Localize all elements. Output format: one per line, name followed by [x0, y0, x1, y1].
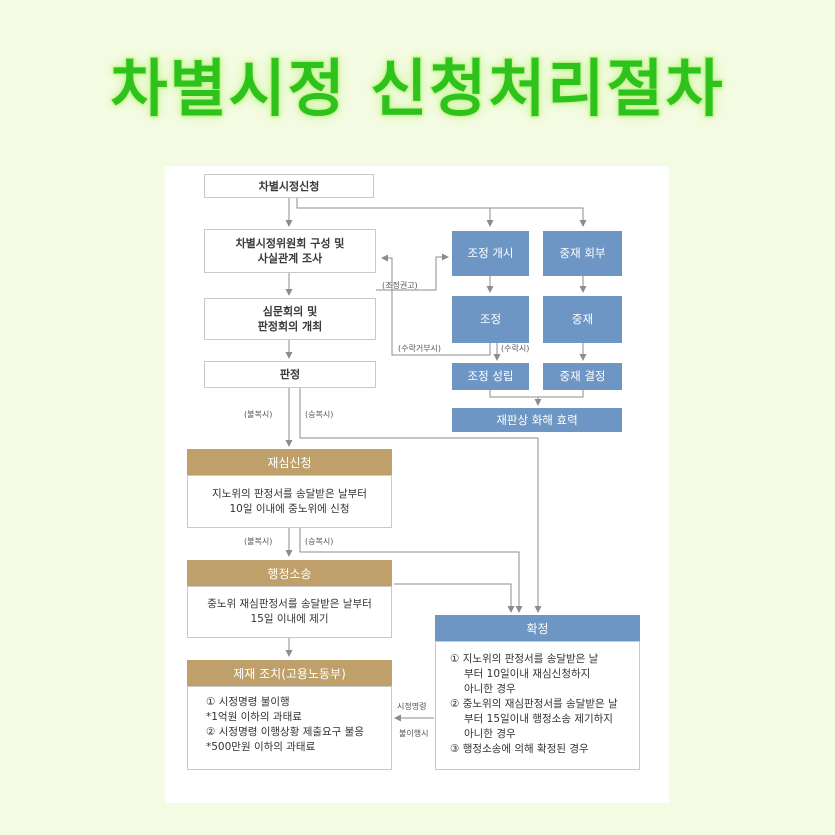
- review-line1: 지노위의 판정서를 송달받은 날부터: [212, 487, 367, 500]
- settlement-effect: 재판상 화해 효력: [452, 408, 622, 432]
- confirm-line2: 부터 10일이내 재심신청하지: [464, 668, 591, 680]
- confirm-line3: 아니한 경우: [464, 683, 516, 695]
- review-body: 지노위의 판정서를 송달받은 날부터 10일 이내에 중노위에 신청: [187, 475, 392, 528]
- confirm-header: 확정: [435, 615, 640, 641]
- arbitration: 중재: [543, 296, 622, 343]
- page-title: 차별시정 신청처리절차: [109, 51, 725, 127]
- sanction-line3: ② 시정명령 이행상황 제출요구 불응: [206, 726, 365, 738]
- step-hearing-line1: 심문회의 및: [262, 305, 318, 318]
- mediation-success: 조정 성립: [452, 363, 529, 390]
- label-accepted-2: (승복시): [305, 537, 334, 546]
- review-header: 재심신청: [187, 449, 392, 475]
- label-non-performance: 불이행시: [399, 729, 429, 738]
- confirm-line7: ③ 행정소송에 의해 확정된 경우: [450, 743, 589, 755]
- label-mediation-recommend: (조정권고): [382, 281, 418, 290]
- label-dissatisfied-2: (불복시): [244, 537, 273, 546]
- lawsuit-line2: 15일 이내에 제기: [250, 613, 329, 625]
- step-discrimination-application: 차별시정신청: [204, 174, 374, 198]
- review-line2: 10일 이내에 중노위에 신청: [229, 502, 350, 515]
- step-hearing-line2: 판정회의 개최: [257, 320, 323, 333]
- confirm-body: ① 지노위의 판정서를 송달받은 날 부터 10일이내 재심신청하지 아니한 경…: [435, 641, 640, 770]
- mediation: 조정: [452, 296, 529, 343]
- step-hearing: 심문회의 및 판정회의 개최: [204, 298, 376, 340]
- confirm-line1: ① 지노위의 판정서를 송달받은 날: [450, 653, 599, 665]
- sanction-header: 제재 조치(고용노동부): [187, 660, 392, 686]
- arbitration-decision: 중재 결정: [543, 363, 622, 390]
- mediation-start: 조정 개시: [452, 231, 529, 276]
- confirm-line5: 부터 15일이내 행정소송 제기하지: [464, 713, 613, 725]
- label-dissatisfied-1: (불복시): [244, 410, 273, 419]
- lawsuit-header: 행정소송: [187, 560, 392, 586]
- arbitration-referral: 중재 회부: [543, 231, 622, 276]
- confirm-line4: ② 중노위의 재심판정서를 송달받은 날: [450, 698, 618, 710]
- sanction-body: ① 시정명령 불이행 *1억원 이하의 과태료 ② 시정명령 이행상황 제출요구…: [187, 686, 392, 770]
- lawsuit-line1: 중노위 재심판정서를 송달받은 날부터: [207, 598, 372, 610]
- sanction-line2: *1억원 이하의 과태료: [206, 711, 302, 723]
- label-correction-order: 시정명령: [397, 702, 427, 711]
- step-committee-investigation: 차별시정위원회 구성 및 사실관계 조사: [204, 229, 376, 273]
- label-accept: (수락시): [501, 344, 530, 353]
- step-committee-line1: 차별시정위원회 구성 및: [235, 237, 345, 250]
- lawsuit-body: 중노위 재심판정서를 송달받은 날부터 15일 이내에 제기: [187, 586, 392, 638]
- step-committee-line2: 사실관계 조사: [257, 252, 323, 265]
- label-accepted-1: (승복시): [305, 410, 334, 419]
- label-accept-refuse: (수락거부시): [398, 344, 442, 353]
- sanction-line1: ① 시정명령 불이행: [206, 696, 290, 708]
- step-judgment: 판정: [204, 361, 376, 388]
- sanction-line4: *500만원 이하의 과태료: [206, 741, 316, 753]
- confirm-line6: 아니한 경우: [464, 728, 516, 740]
